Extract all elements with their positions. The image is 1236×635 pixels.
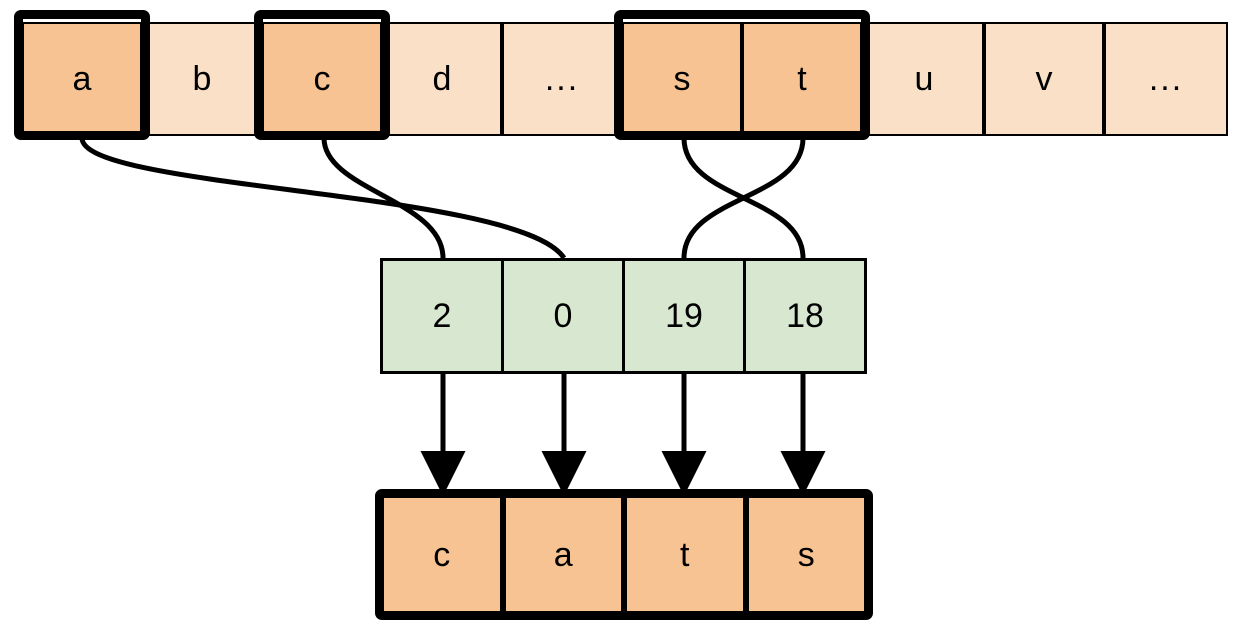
alphabet-cell-label: b: [192, 60, 212, 98]
index-cell-3[interactable]: 18: [743, 258, 867, 374]
alphabet-cell-t[interactable]: t: [742, 22, 862, 136]
alphabet-cell-v[interactable]: v: [984, 22, 1104, 136]
alphabet-cell-label: u: [914, 60, 934, 98]
alphabet-cell-s[interactable]: s: [622, 22, 742, 136]
alphabet-cell-label: a: [72, 60, 92, 98]
output-cell-0[interactable]: c: [384, 498, 503, 611]
ellipsis-icon: ...: [1148, 60, 1184, 98]
index-cell-value: 0: [553, 297, 573, 335]
alphabet-cell-label: t: [797, 60, 807, 98]
alphabet-cell-b[interactable]: b: [142, 22, 262, 136]
ellipsis-icon: ...: [544, 60, 580, 98]
output-cell-2[interactable]: t: [624, 498, 746, 611]
alphabet-cell-a[interactable]: a: [22, 22, 142, 136]
alphabet-strip: a b c d ... s t u v ...: [0, 0, 1236, 160]
alphabet-cell-u[interactable]: u: [864, 22, 984, 136]
index-cell-0[interactable]: 2: [380, 258, 504, 374]
alphabet-cell-ellipsis-left: ...: [502, 22, 622, 136]
index-cell-value: 2: [432, 297, 452, 335]
alphabet-cell-label: s: [673, 60, 691, 98]
alphabet-cell-d[interactable]: d: [382, 22, 502, 136]
alphabet-cell-ellipsis-right: ...: [1104, 22, 1228, 136]
output-cell-label: s: [797, 535, 815, 574]
index-cell-1[interactable]: 0: [501, 258, 625, 374]
output-word: c a t s: [375, 489, 873, 620]
alphabet-cell-label: v: [1035, 60, 1053, 98]
alphabet-cell-label: d: [432, 60, 452, 98]
output-cell-3[interactable]: s: [745, 498, 864, 611]
output-cell-label: t: [680, 535, 690, 574]
index-array: 2 0 19 18: [380, 258, 868, 376]
output-cell-1[interactable]: a: [502, 498, 624, 611]
index-cell-value: 18: [786, 297, 824, 335]
alphabet-cell-label: c: [313, 60, 331, 98]
output-cell-label: c: [433, 535, 451, 574]
index-cell-2[interactable]: 19: [622, 258, 746, 374]
index-cell-value: 19: [665, 297, 703, 335]
alphabet-cell-c[interactable]: c: [262, 22, 382, 136]
output-cell-label: a: [553, 535, 573, 574]
